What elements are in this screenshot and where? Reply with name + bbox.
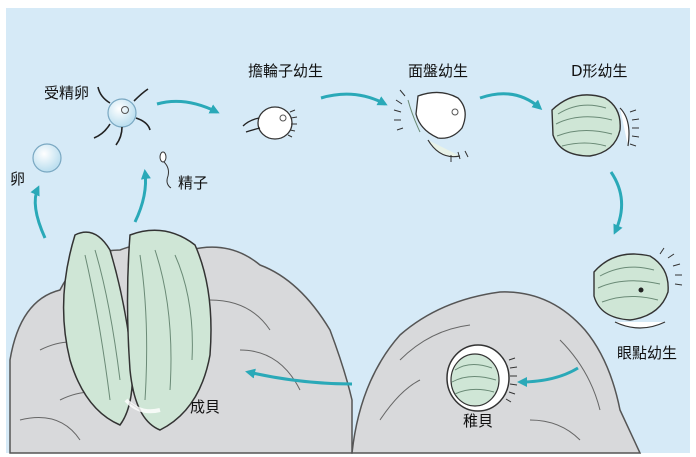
arrow-spat-to-adult <box>245 368 353 386</box>
label-spat: 稚貝 <box>463 412 494 430</box>
label-veliger: 面盤幼生 <box>408 62 469 80</box>
label-sperm: 精子 <box>178 174 209 192</box>
arrow-trochophore-to-veliger <box>320 92 388 106</box>
cycle-arrows <box>30 92 624 387</box>
veliger-larva <box>393 89 469 162</box>
spat-shell <box>446 344 518 412</box>
right-rock-texture <box>379 324 601 441</box>
arrow-eyed-larva-to-spat <box>517 366 579 387</box>
label-fertilized-egg: 受精卵 <box>44 84 90 102</box>
d-larva <box>551 94 640 157</box>
fertilized-egg-cell <box>93 86 151 146</box>
label-trochophore: 擔輪子幼生 <box>248 62 324 80</box>
arrow-adult-to-egg <box>30 185 47 239</box>
label-d-larva: D形幼生 <box>571 62 628 80</box>
label-adult: 成貝 <box>190 398 221 416</box>
arrow-adult-to-sperm <box>133 169 151 223</box>
label-eyed-larva: 眼點幼生 <box>617 344 678 362</box>
egg-cell <box>32 143 62 173</box>
sperm-cell <box>159 151 172 189</box>
arrow-d-larva-to-eyed-larva <box>609 171 624 235</box>
trochophore-larva <box>242 106 298 140</box>
arrow-fertilized-to-trochophore <box>156 99 220 114</box>
label-egg: 卵 <box>10 170 26 188</box>
eyed-larva <box>593 247 683 329</box>
adult-oyster <box>62 229 212 431</box>
arrow-veliger-to-d-larva <box>479 92 543 110</box>
